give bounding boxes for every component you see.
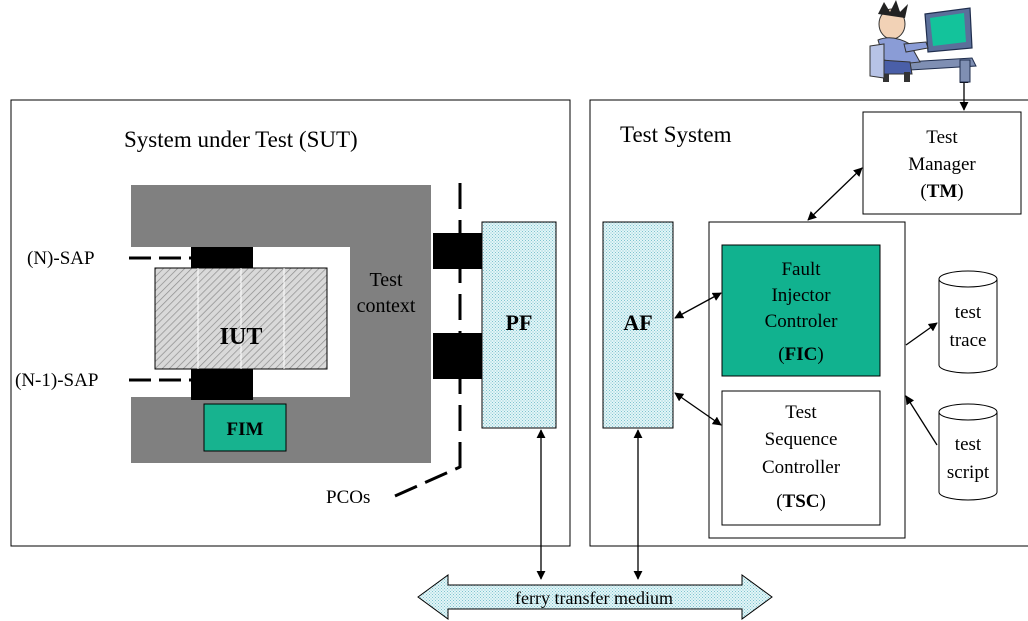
svg-text:trace: trace	[950, 330, 987, 351]
fim-label: FIM	[227, 419, 264, 440]
arrow-container-trace	[905, 322, 938, 346]
n1-sap-port	[191, 368, 253, 400]
test-context-area	[131, 185, 431, 463]
tsc-label-3: Controller	[762, 457, 841, 478]
test-system-title: Test System	[620, 122, 732, 147]
test-script-database: test script	[938, 403, 998, 501]
ferry-transfer-medium	[417, 574, 773, 620]
tm-box	[862, 111, 1022, 215]
fic-label-4: (FIC)	[778, 344, 823, 365]
pf-box	[481, 221, 557, 429]
tsc-box	[721, 390, 881, 526]
pco-lower	[433, 333, 483, 379]
fic-box	[721, 244, 881, 377]
test-context-label-2: context	[357, 295, 416, 317]
pf-label: PF	[506, 310, 533, 335]
arrow-container-tm	[807, 167, 863, 221]
tsc-label-1: Test	[785, 402, 817, 423]
svg-text:script: script	[947, 462, 990, 483]
fic-label-2: Injector	[771, 285, 831, 306]
iut-label: IUT	[220, 324, 263, 350]
tm-label-1: Test	[926, 127, 958, 148]
arrow-af-fic	[674, 292, 722, 319]
ferry-transfer-medium-label: ferry transfer medium	[515, 588, 673, 608]
svg-text:test: test	[955, 302, 982, 323]
tm-label-3: (TM)	[920, 181, 963, 202]
pco-upper	[433, 233, 483, 269]
fim-box	[203, 403, 287, 452]
user-at-computer-icon	[869, 0, 977, 83]
sut-title: System under Test (SUT)	[124, 127, 358, 152]
test-context-label: Test	[369, 269, 402, 291]
n-sap-label: (N)-SAP	[27, 248, 95, 269]
test-trace-database: test trace	[938, 270, 998, 374]
fic-label-1: Fault	[781, 259, 821, 280]
af-label: AF	[623, 310, 652, 335]
arrow-script-container	[905, 395, 938, 446]
arrow-af-tsc	[674, 392, 722, 426]
n-sap-port	[191, 247, 253, 269]
tsc-label-4: (TSC)	[776, 491, 826, 512]
svg-text:test: test	[955, 434, 982, 455]
n1-sap-label: (N-1)-SAP	[15, 370, 98, 391]
tsc-label-2: Sequence	[765, 429, 838, 450]
fic-label-3: Controler	[765, 311, 838, 332]
pcos-label: PCOs	[326, 487, 370, 508]
af-box	[602, 221, 674, 429]
tm-label-2: Manager	[908, 154, 976, 175]
